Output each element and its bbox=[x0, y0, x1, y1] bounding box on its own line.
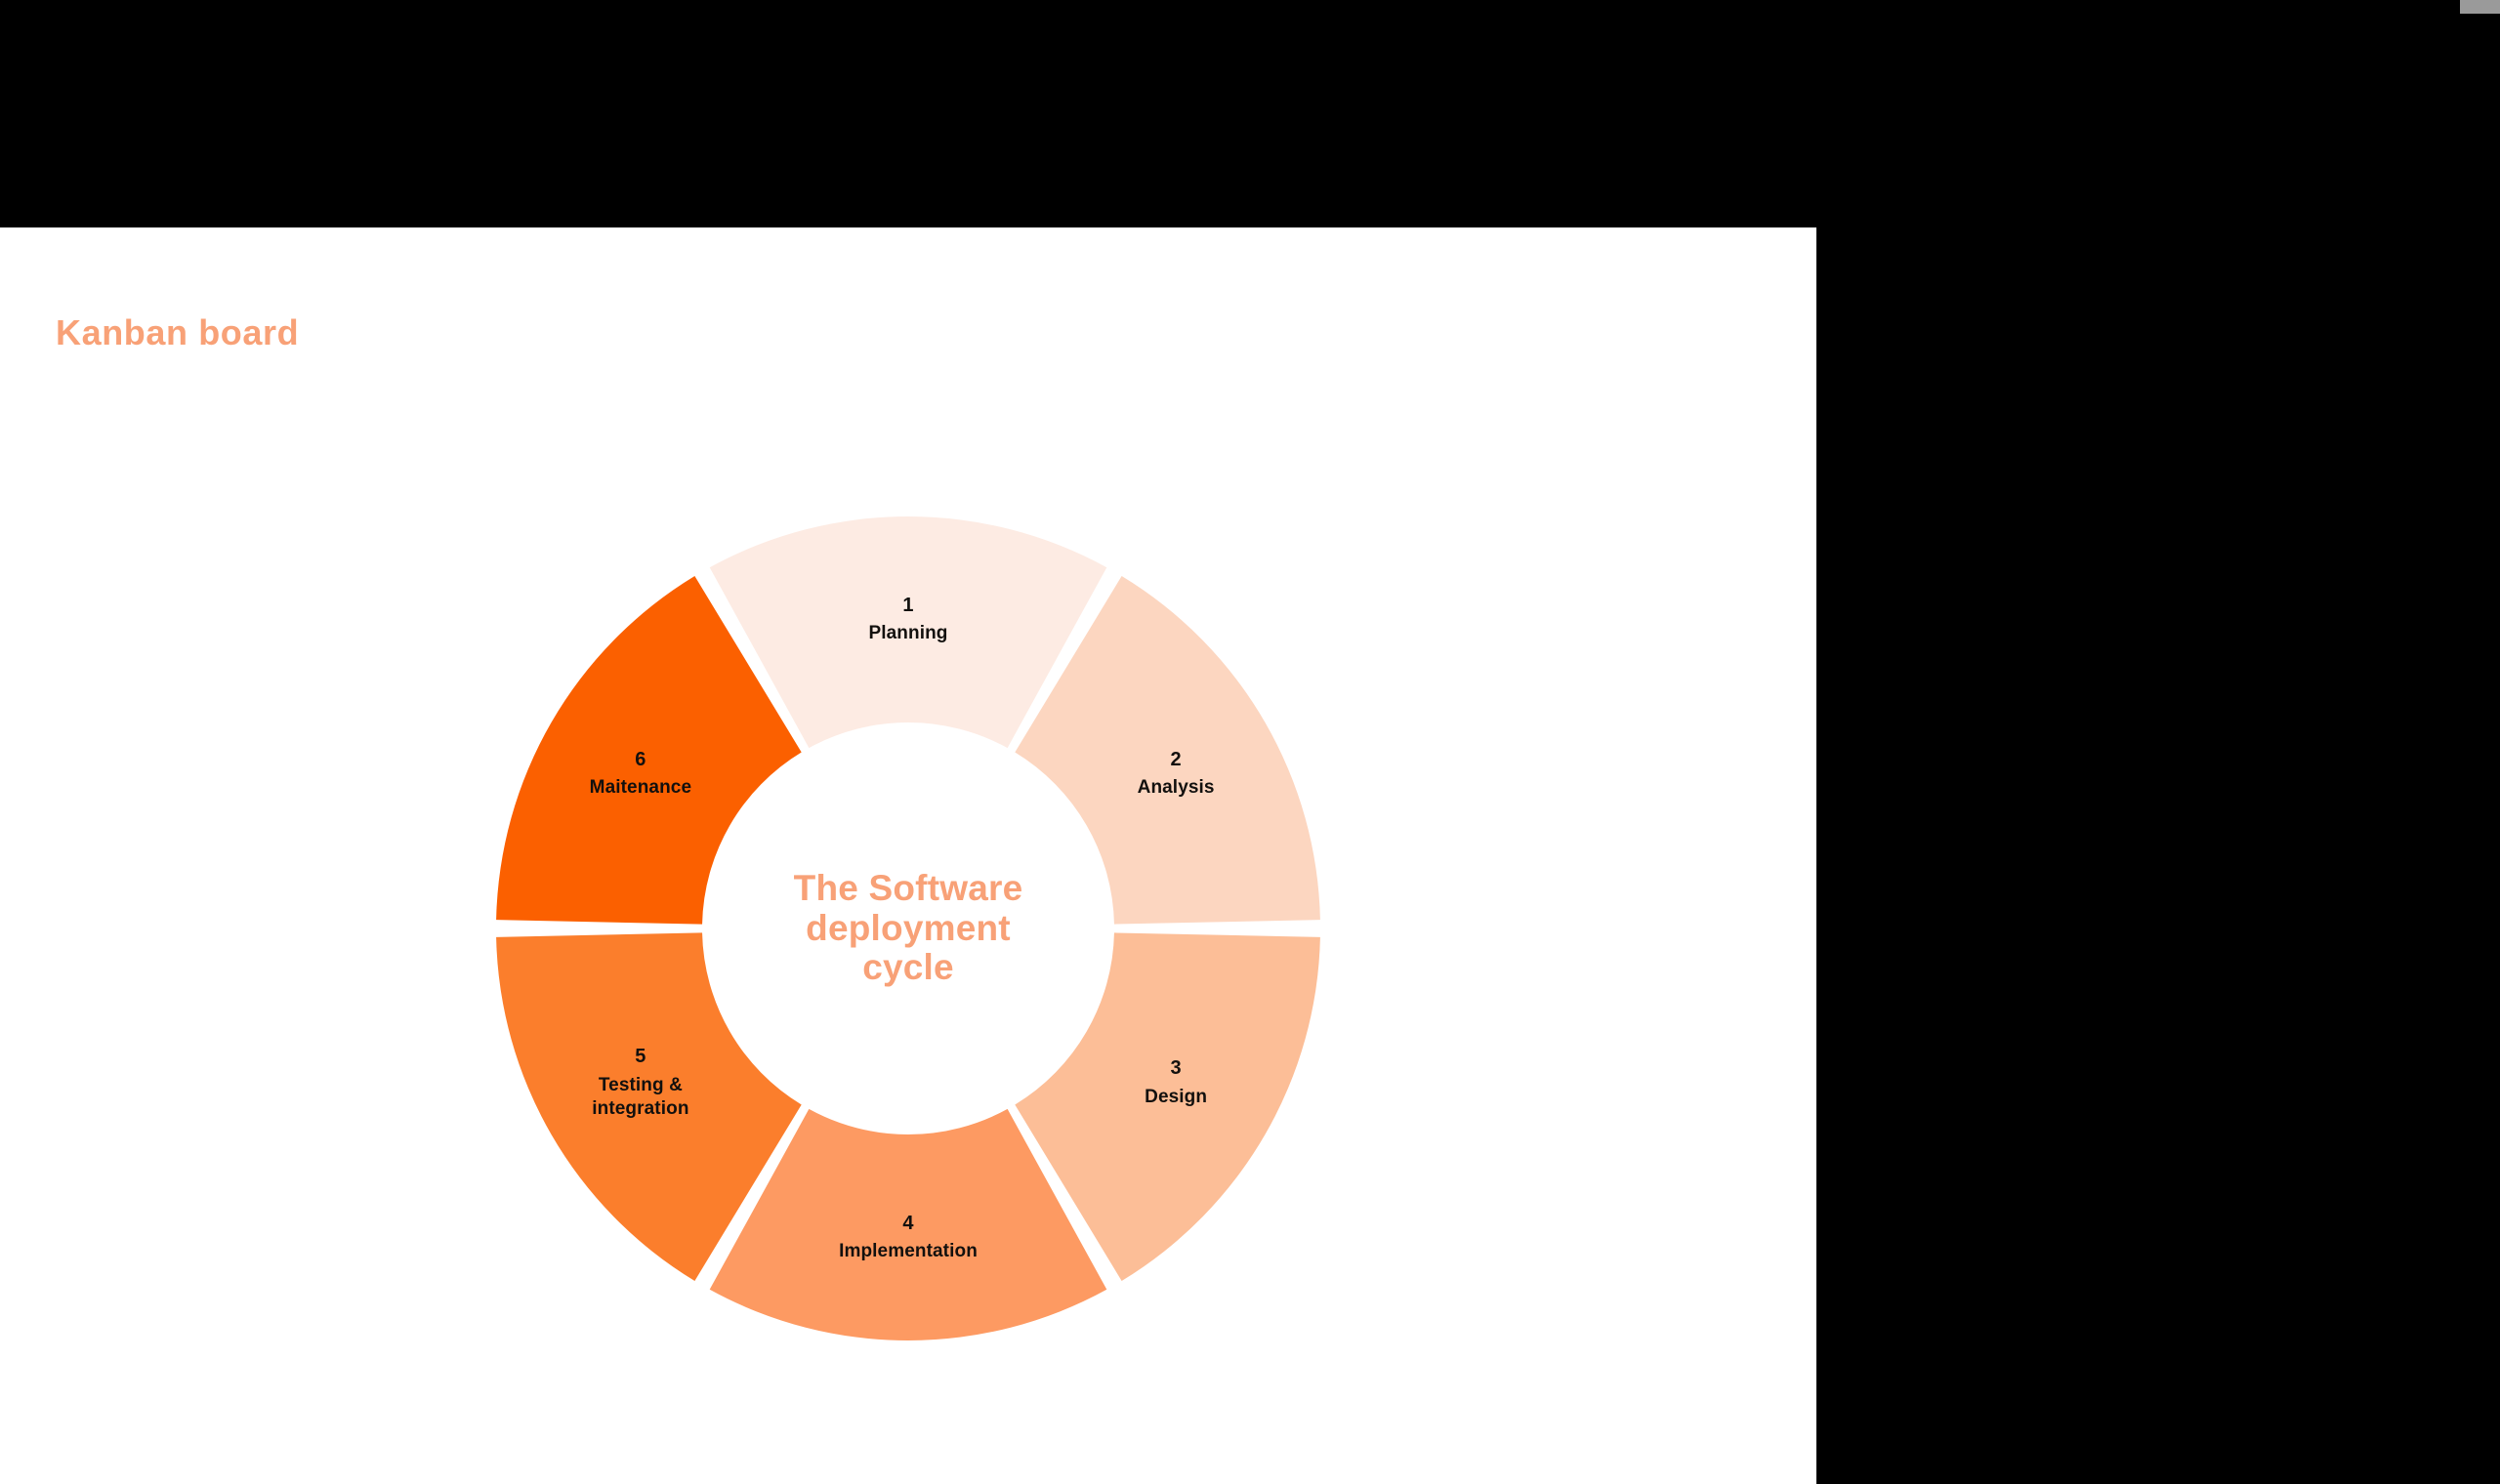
donut-segment-6[interactable] bbox=[496, 576, 802, 925]
scrollbar-fragment[interactable] bbox=[2460, 0, 2500, 14]
donut-segment-5[interactable] bbox=[496, 932, 802, 1281]
donut-chart-svg bbox=[496, 516, 1320, 1340]
donut-segment-4[interactable] bbox=[709, 1108, 1107, 1340]
donut-segment-2[interactable] bbox=[1015, 576, 1320, 925]
page-title: Kanban board bbox=[56, 312, 300, 352]
slide-canvas: Kanban board The Software deployment cyc… bbox=[0, 227, 1816, 1484]
donut-segments bbox=[496, 516, 1320, 1340]
donut-chart: The Software deployment cycle 1 Planning… bbox=[496, 516, 1320, 1340]
donut-segment-1[interactable] bbox=[709, 516, 1107, 749]
donut-segment-3[interactable] bbox=[1015, 932, 1320, 1281]
